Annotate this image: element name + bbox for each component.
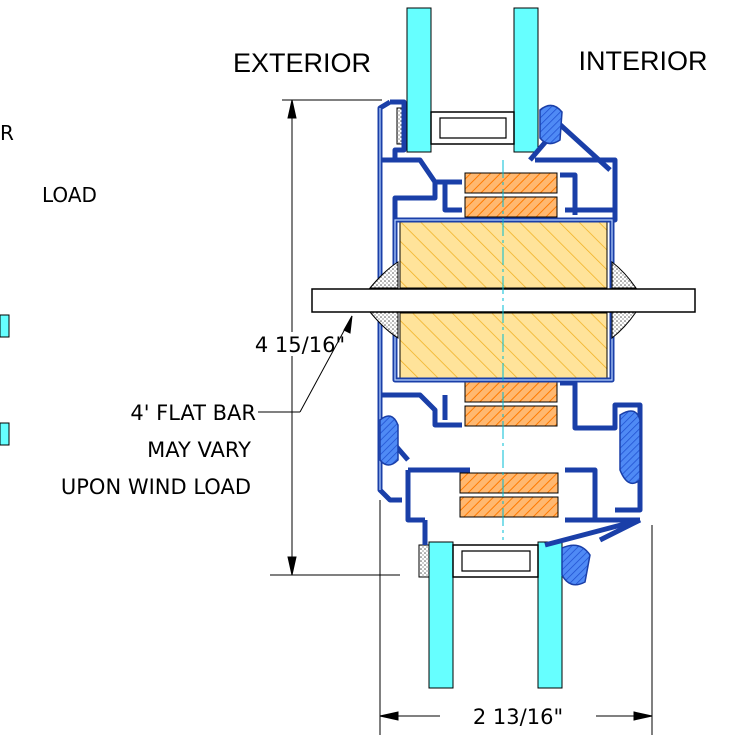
glazing-tape-bottom (418, 544, 430, 578)
caulk-bead-upper-right (611, 260, 637, 289)
height-dim-text-bg (254, 332, 344, 356)
glass-pane-bottom-interior (537, 541, 563, 689)
caulk-bead-lower (368, 311, 399, 339)
glass-spacer-top (430, 111, 515, 145)
caulk-bead-upper (368, 261, 399, 289)
cut-text-2: LOAD (42, 183, 97, 207)
thermal-break-3 (464, 381, 558, 403)
glass-pane-bottom-exterior (428, 541, 454, 689)
cut-glass-edge-1 (0, 314, 10, 338)
flat-bar-note-line2: MAY VARY (147, 438, 251, 462)
sealant-interior-right (619, 410, 641, 485)
sealant-bottom-interior (561, 544, 591, 586)
thermal-break-1 (464, 172, 558, 194)
glass-spacer-bottom (452, 544, 539, 578)
thermal-break-2 (464, 196, 558, 218)
caulk-bead-lower-right (611, 311, 637, 340)
width-dimension (379, 500, 653, 735)
sealant-top-interior (539, 104, 563, 145)
cut-text-1: R (0, 121, 14, 145)
thermal-break-5 (459, 472, 559, 494)
width-dimension-label: 2 13/16" (473, 705, 563, 729)
cut-glass-edge-2 (0, 422, 10, 446)
glass-pane-top-exterior (406, 7, 432, 153)
interior-label: INTERIOR (578, 46, 707, 76)
thermal-break-4 (464, 405, 558, 427)
flat-bar-leader (258, 315, 353, 413)
exterior-label: EXTERIOR (233, 48, 371, 78)
flat-bar-note-line1: 4' FLAT BAR (130, 401, 256, 425)
flat-bar-note-line3: UPON WIND LOAD (61, 475, 251, 499)
glass-pane-top-interior (513, 7, 539, 153)
thermal-break-6 (459, 496, 559, 518)
height-dimension-label: 4 15/16" (255, 333, 345, 357)
sealant-exterior-left (379, 415, 399, 466)
